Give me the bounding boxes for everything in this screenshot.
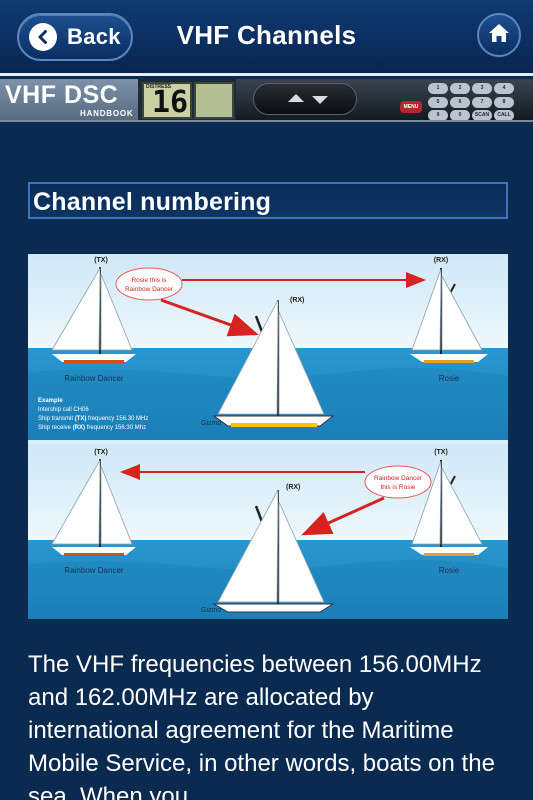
- nav-bar: Back VHF Channels: [0, 0, 533, 76]
- home-icon: [488, 23, 510, 48]
- radio-key: 4: [494, 83, 514, 94]
- top-rx-right-label: (RX): [434, 257, 448, 264]
- bottom-bubble-line2: this is Rosie: [380, 484, 415, 491]
- banner-logo: VHF DSC HANDBOOK: [0, 79, 138, 120]
- top-boat-center-label: Gizmo: [201, 420, 221, 427]
- radio-key: CALL: [494, 110, 514, 120]
- bottom-bubble-line1: Rainbow Dancer: [374, 475, 423, 482]
- example-title: Example: [38, 398, 63, 404]
- radio-key: 2: [450, 83, 470, 94]
- banner-title: VHF DSC: [5, 81, 119, 109]
- back-button[interactable]: Back: [17, 13, 133, 61]
- back-button-label: Back: [67, 24, 121, 49]
- diagram-panel-bottom: [28, 444, 508, 619]
- top-rx-label: (RX): [290, 297, 304, 304]
- radio-key: 3: [472, 83, 492, 94]
- boat-rainbow-dancer-top: [51, 266, 136, 363]
- banner-subtitle: HANDBOOK: [80, 109, 134, 118]
- radio-key: 6: [450, 97, 470, 108]
- radio-key: SCAN: [472, 110, 492, 120]
- chevron-left-icon: [29, 23, 57, 51]
- top-bubble-line2: Rainbow Dancer: [125, 286, 174, 293]
- channel-numbering-diagram: (TX) (RX) (RX) Rosie this is Rainbow Dan…: [28, 254, 508, 619]
- bottom-boat-left-label: Rainbow Dancer: [64, 566, 123, 575]
- radio-red-key: MENU: [400, 101, 422, 113]
- radio-navigation-pad: [253, 83, 357, 115]
- page-title: VHF Channels: [176, 20, 357, 50]
- lcd-label: DISTRESS: [146, 84, 172, 90]
- boat-rosie-bottom: [410, 460, 488, 556]
- example-line1: Intership call CH06: [38, 407, 89, 413]
- radio-key: 9: [428, 110, 448, 120]
- bottom-tx-label: (TX): [94, 449, 108, 456]
- bottom-boat-right-label: Rosie: [439, 566, 460, 575]
- example-line3: Ship receive (RX) frequency 156.30 Mhz: [38, 425, 146, 431]
- radio-key: 5: [428, 97, 448, 108]
- example-line2: Ship transmit (TX) frequency 156.30 MHz: [38, 416, 148, 422]
- radio-lcd-secondary: [194, 82, 234, 119]
- boat-rosie-top: [410, 268, 488, 363]
- body-paragraph: The VHF frequencies between 156.00MHz an…: [28, 651, 495, 800]
- lcd-channel: 16: [152, 85, 189, 120]
- home-button[interactable]: [477, 13, 521, 57]
- bottom-rx-label: (RX): [286, 484, 300, 491]
- boat-rainbow-dancer-bottom: [51, 458, 136, 556]
- section-heading-text: Channel numbering: [33, 188, 272, 216]
- top-tx-label: (TX): [94, 257, 108, 264]
- top-boat-right-label: Rosie: [439, 374, 460, 383]
- section-heading: Channel numbering: [28, 182, 508, 219]
- radio-lcd-display: DISTRESS 16: [142, 82, 192, 120]
- radio-key: 1: [428, 83, 448, 94]
- radio-key: 7: [472, 97, 492, 108]
- bottom-tx-right-label: (TX): [434, 449, 448, 456]
- top-bubble-line1: Rosie this is: [131, 277, 167, 284]
- radio-key: 8: [494, 97, 514, 108]
- diagram-panel-top: [28, 254, 508, 442]
- radio-key: 0: [450, 110, 470, 120]
- boat-gizmo-top: [212, 299, 335, 427]
- boat-gizmo-bottom: [212, 489, 335, 613]
- bottom-boat-center-label: Gizmo: [201, 607, 221, 614]
- top-boat-left-label: Rainbow Dancer: [64, 374, 123, 383]
